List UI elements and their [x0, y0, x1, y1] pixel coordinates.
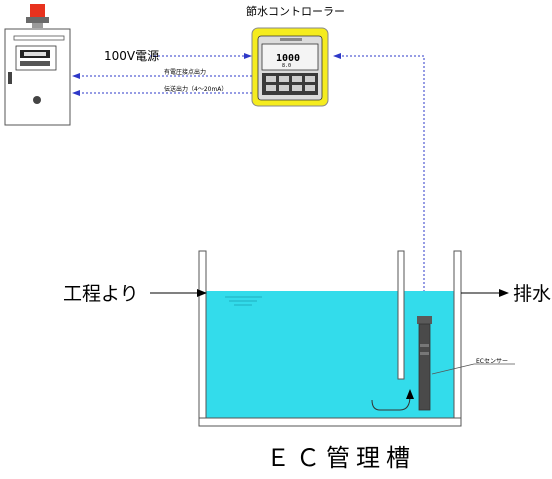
- control-panel-icon: [4, 28, 71, 126]
- tank-title: ＥＣ管理槽: [266, 444, 416, 472]
- stir-arrow-icon: [371, 389, 414, 411]
- drain-label: 排水: [513, 283, 552, 305]
- ec-sensor-icon: [417, 316, 432, 411]
- sensor-cable: [333, 53, 425, 316]
- warning-lamp-icon: [26, 4, 49, 28]
- contact-output-label: 有電圧接点出力: [164, 69, 207, 76]
- signal-output-label: 伝送出力（4〜20mA）: [164, 86, 228, 93]
- controller-title: 節水コントローラー: [246, 5, 345, 18]
- tank-walls: [198, 250, 462, 427]
- ec-controller-icon: [251, 27, 329, 107]
- inflow-label: 工程より: [63, 283, 139, 305]
- power-label: 100V電源: [104, 49, 160, 63]
- tank-baffle: [397, 250, 405, 380]
- tank-water: [206, 291, 454, 418]
- controller-display-value: 1000: [276, 53, 301, 64]
- water-ripples: [225, 296, 262, 306]
- sensor-label: ECセンサー: [476, 358, 508, 365]
- sensor-leader-line: [431, 363, 475, 375]
- controller-display-sub: 8.0: [282, 63, 292, 69]
